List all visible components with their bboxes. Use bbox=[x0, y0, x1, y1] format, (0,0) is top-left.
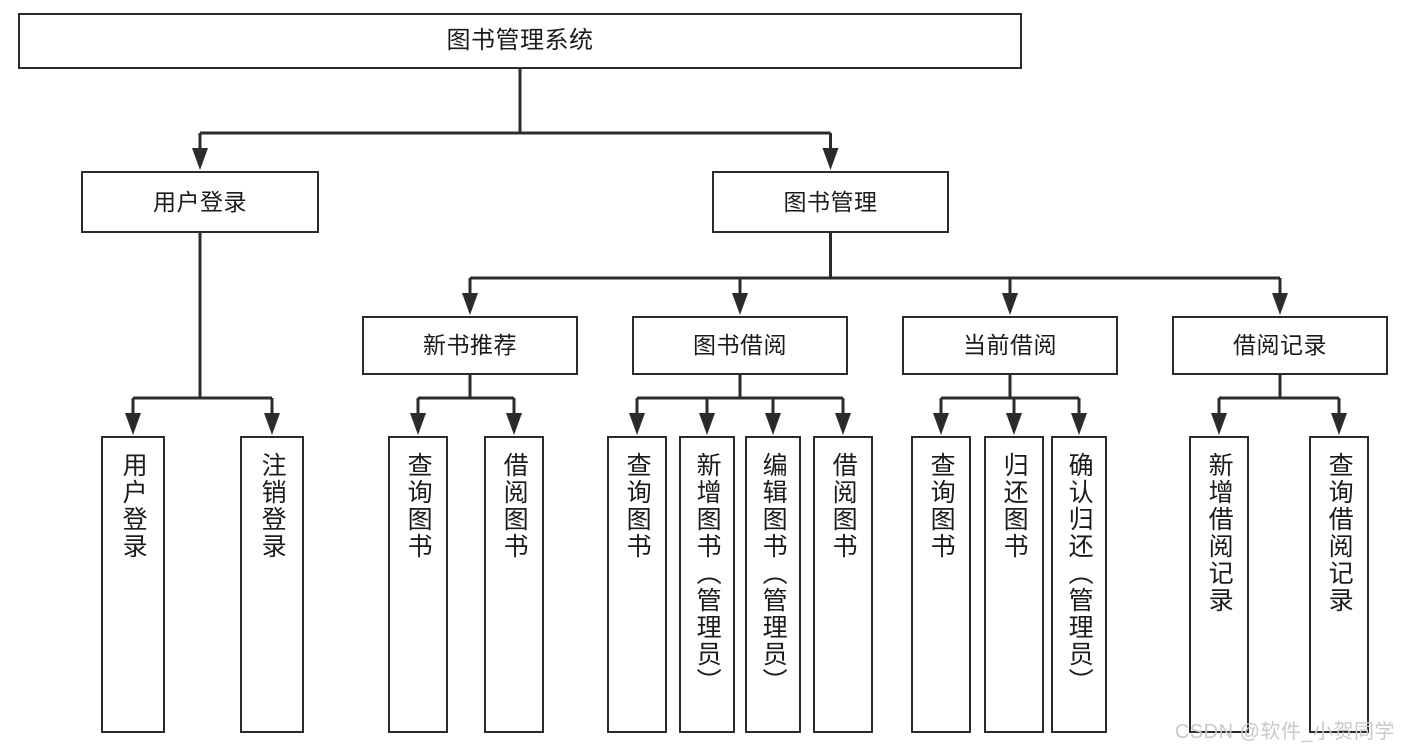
node-label: 新书推荐 bbox=[423, 332, 517, 359]
csdn-watermark: CSDN @软件_小贺同学 bbox=[1174, 721, 1395, 743]
node-records[interactable]: 借阅记录 bbox=[1172, 316, 1388, 375]
node-label: 图书管理 bbox=[783, 188, 878, 215]
node-label: 新增借阅记录 bbox=[1205, 452, 1234, 614]
node-label: 图书管理系统 bbox=[446, 27, 594, 55]
node-label: 编辑图书（管理员） bbox=[759, 452, 788, 695]
node-l-login[interactable]: 用户登录 bbox=[101, 436, 165, 733]
node-login[interactable]: 用户登录 bbox=[81, 171, 319, 233]
node-l-return[interactable]: 归还图书 bbox=[984, 436, 1044, 733]
node-label: 查询图书 bbox=[927, 452, 956, 560]
node-label: 新增图书（管理员） bbox=[693, 452, 722, 695]
node-newbook[interactable]: 新书推荐 bbox=[362, 316, 578, 375]
node-label: 归还图书 bbox=[1000, 452, 1029, 560]
node-l-q2[interactable]: 查询图书 bbox=[607, 436, 667, 733]
node-l-addrec[interactable]: 新增借阅记录 bbox=[1189, 436, 1249, 733]
node-label: 确认归还（管理员） bbox=[1065, 452, 1094, 695]
node-label: 当前借阅 bbox=[963, 332, 1057, 359]
node-l-logout[interactable]: 注销登录 bbox=[240, 436, 304, 733]
node-label: 图书借阅 bbox=[693, 332, 787, 359]
node-label: 用户登录 bbox=[153, 188, 247, 215]
node-bookmgmt[interactable]: 图书管理 bbox=[712, 171, 949, 233]
node-root[interactable]: 图书管理系统 bbox=[18, 13, 1022, 69]
node-label: 借阅图书 bbox=[500, 452, 529, 560]
node-label: 注销登录 bbox=[258, 452, 287, 560]
node-l-q3[interactable]: 查询图书 bbox=[911, 436, 971, 733]
node-l-qrec[interactable]: 查询借阅记录 bbox=[1309, 436, 1369, 733]
node-l-confirm[interactable]: 确认归还（管理员） bbox=[1051, 436, 1107, 733]
node-l-q1[interactable]: 查询图书 bbox=[388, 436, 448, 733]
node-label: 借阅记录 bbox=[1233, 332, 1327, 359]
node-l-b2[interactable]: 借阅图书 bbox=[813, 436, 873, 733]
node-borrow[interactable]: 图书借阅 bbox=[632, 316, 848, 375]
node-l-add[interactable]: 新增图书（管理员） bbox=[679, 436, 735, 733]
node-label: 用户登录 bbox=[119, 452, 148, 560]
node-current[interactable]: 当前借阅 bbox=[902, 316, 1118, 375]
node-label: 查询图书 bbox=[404, 452, 433, 560]
node-label: 查询图书 bbox=[623, 452, 652, 560]
node-l-edit[interactable]: 编辑图书（管理员） bbox=[745, 436, 801, 733]
node-label: 查询借阅记录 bbox=[1325, 452, 1354, 614]
node-l-b1[interactable]: 借阅图书 bbox=[484, 436, 544, 733]
node-label: 借阅图书 bbox=[829, 452, 858, 560]
